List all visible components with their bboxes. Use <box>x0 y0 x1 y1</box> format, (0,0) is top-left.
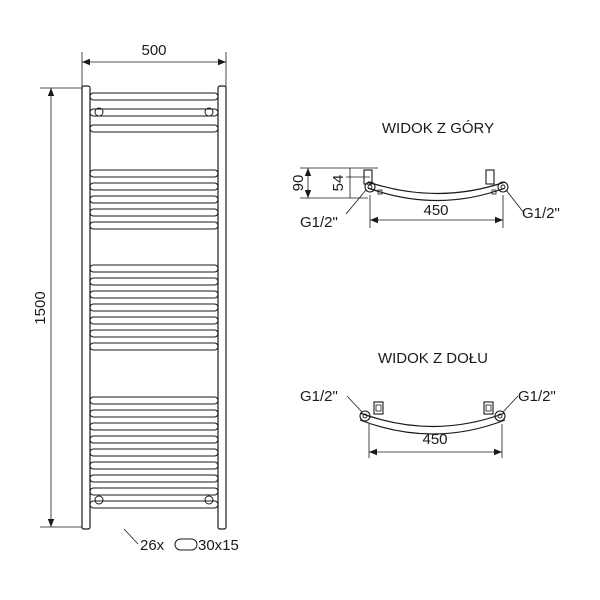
front-view: 500 1500 <box>32 42 239 554</box>
height-dimension: 1500 <box>32 87 82 528</box>
bottom-view-body <box>359 401 506 435</box>
top-view-title: WIDOK Z GÓRY <box>382 120 494 137</box>
top-spacing-dimension: 450 <box>369 195 504 228</box>
left-collector <box>81 85 91 530</box>
tube-size-label: 30x15 <box>198 537 239 554</box>
bottom-spacing-dimension: 450 <box>368 424 503 458</box>
bottom-connection-right-label: G1/2" <box>518 388 556 405</box>
width-dimension: 500 <box>81 42 227 88</box>
bottom-spacing-label: 450 <box>422 431 447 448</box>
bottom-view: WIDOK Z DOŁU 450 G1/2" G1/2" <box>300 350 556 458</box>
top-view: WIDOK Z GÓRY 90 54 <box>290 120 560 231</box>
right-collector <box>217 85 227 530</box>
depth-dimensions: 90 54 <box>290 167 378 199</box>
height-label: 1500 <box>32 291 49 324</box>
top-view-body <box>363 169 509 202</box>
depth-inner-label: 54 <box>330 175 347 192</box>
bottom-connection-left-label: G1/2" <box>300 388 338 405</box>
tube-count-label: 26x <box>140 537 165 554</box>
top-connection-left-label: G1/2" <box>300 214 338 231</box>
top-connection-right-label: G1/2" <box>522 205 560 222</box>
tube-group-4 <box>89 396 219 509</box>
bottom-view-title: WIDOK Z DOŁU <box>378 350 488 367</box>
top-spacing-label: 450 <box>423 202 448 219</box>
width-label: 500 <box>141 42 166 59</box>
tube-group-2 <box>89 169 219 230</box>
tube-group-1 <box>89 92 219 133</box>
tube-group-3 <box>89 264 219 351</box>
tube-spec-callout: 26x 30x15 <box>123 528 239 554</box>
oval-tube-icon <box>174 538 198 551</box>
depth-total-label: 90 <box>290 175 307 192</box>
